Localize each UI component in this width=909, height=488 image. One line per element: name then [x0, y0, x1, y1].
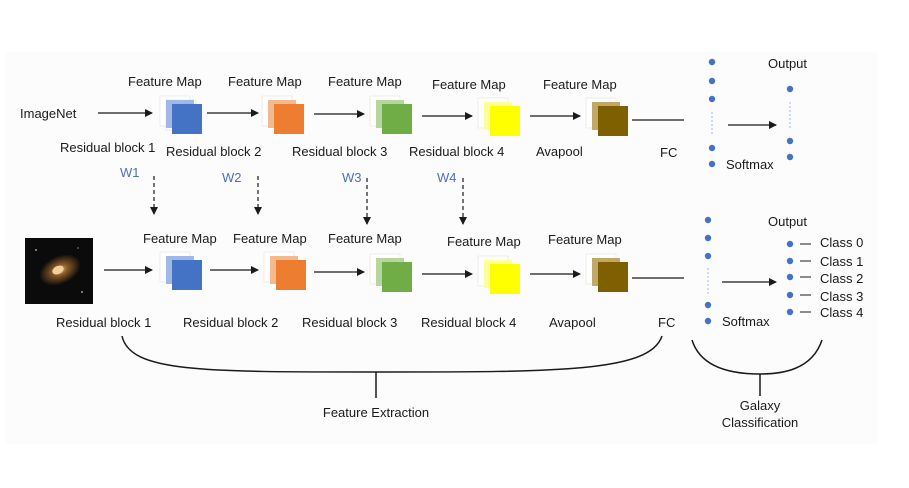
node: [708, 77, 716, 85]
block-label: Residual block 1: [56, 315, 151, 330]
bottom-block-1: Feature Map Residual block 1: [56, 231, 217, 330]
node: [704, 301, 712, 309]
weight-label: W1: [120, 165, 140, 180]
class-row: Class 2: [786, 271, 863, 286]
class-label: Class 1: [820, 254, 863, 269]
feature-map-stack: [159, 95, 202, 134]
galaxy-label-line2: Classification: [722, 415, 799, 430]
node: [704, 252, 712, 260]
class-row: Class 4: [786, 305, 863, 320]
fc-label: FC: [660, 145, 677, 160]
node: [704, 317, 712, 325]
feature-map-stack: [585, 97, 628, 136]
block-label: Avapool: [536, 144, 583, 159]
weight-transfer-w2: W2: [222, 170, 262, 215]
top-softmax-layer: Softmax: [708, 58, 774, 172]
input-label-imagenet: ImageNet: [20, 106, 77, 121]
node: [786, 240, 794, 248]
fc-label: FC: [658, 315, 675, 330]
feature-map-label: Feature Map: [548, 232, 622, 247]
node: [704, 234, 712, 242]
block-label: Residual block 4: [409, 144, 504, 159]
node: [708, 95, 716, 103]
feature-map-label: Feature Map: [128, 74, 202, 89]
softmax-label: Softmax: [726, 157, 774, 172]
class-label: Class 3: [820, 289, 863, 304]
weight-label: W3: [342, 170, 362, 185]
weight-label: W4: [437, 170, 457, 185]
feature-map-stack: [369, 95, 412, 134]
feature-map-stack: [477, 97, 520, 136]
weight-transfer-w4: W4: [437, 170, 467, 225]
node: [708, 160, 716, 168]
softmax-label: Softmax: [722, 314, 770, 329]
bottom-block-4: Feature Map Residual block 4: [421, 234, 521, 330]
bottom-block-avapool: Feature Map Avapool: [548, 232, 628, 330]
top-block-3: Feature Map Residual block 3: [292, 74, 412, 159]
node: [786, 85, 794, 93]
feature-map-label: Feature Map: [543, 77, 617, 92]
feature-extraction-label: Feature Extraction: [323, 405, 429, 420]
feature-map-stack: [585, 253, 628, 292]
node: [704, 216, 712, 224]
node: [786, 137, 794, 145]
top-block-avapool: Feature Map Avapool: [536, 77, 628, 159]
class-row: Class 0: [786, 235, 863, 250]
feature-map-stack: [477, 255, 520, 294]
galaxy-input-image: [25, 238, 93, 304]
class-row: Class 3: [786, 289, 863, 304]
node: [786, 273, 794, 281]
feature-map-label: Feature Map: [432, 77, 506, 92]
feature-map-stack: [263, 251, 306, 290]
galaxy-classification-brace: Galaxy Classification: [691, 339, 823, 430]
feature-extraction-brace: Feature Extraction: [121, 335, 663, 420]
class-label: Class 4: [820, 305, 863, 320]
class-label: Class 2: [820, 271, 863, 286]
node: [786, 153, 794, 161]
feature-map-stack: [261, 95, 304, 134]
block-label: Residual block 3: [292, 144, 387, 159]
bottom-block-3: Feature Map Residual block 3: [302, 231, 412, 330]
block-label: Residual block 2: [166, 144, 261, 159]
block-label: Residual block 4: [421, 315, 516, 330]
diagram-panel: [6, 52, 878, 444]
bottom-softmax-layer: Softmax: [704, 216, 770, 329]
node: [708, 144, 716, 152]
output-label: Output: [768, 214, 807, 229]
top-block-2: Feature Map Residual block 2: [166, 74, 304, 159]
bottom-output-layer: Output Class 0 Class 1 Class 2 Class 3 C…: [768, 214, 863, 320]
weight-transfer-w1: W1: [120, 165, 158, 215]
feature-map-label: Feature Map: [328, 74, 402, 89]
top-block-4: Feature Map Residual block 4: [409, 77, 520, 159]
feature-map-stack: [159, 251, 202, 290]
class-label: Class 0: [820, 235, 863, 250]
top-block-1: Feature Map Residual block 1: [60, 74, 202, 155]
node: [786, 291, 794, 299]
weight-transfer-w3: W3: [342, 170, 371, 225]
block-label: Residual block 2: [183, 315, 278, 330]
block-label: Residual block 1: [60, 140, 155, 155]
node: [786, 257, 794, 265]
weight-label: W2: [222, 170, 242, 185]
feature-map-label: Feature Map: [328, 231, 402, 246]
class-row: Class 1: [786, 254, 863, 269]
top-output-layer: Output: [768, 56, 807, 161]
output-label: Output: [768, 56, 807, 71]
galaxy-label-line1: Galaxy: [740, 398, 781, 413]
feature-map-label: Feature Map: [228, 74, 302, 89]
bottom-block-2: Feature Map Residual block 2: [183, 231, 307, 330]
feature-map-label: Feature Map: [233, 231, 307, 246]
block-label: Avapool: [549, 315, 596, 330]
node: [708, 58, 716, 66]
feature-map-stack: [369, 253, 412, 292]
feature-map-label: Feature Map: [447, 234, 521, 249]
feature-map-label: Feature Map: [143, 231, 217, 246]
block-label: Residual block 3: [302, 315, 397, 330]
node: [786, 308, 794, 316]
